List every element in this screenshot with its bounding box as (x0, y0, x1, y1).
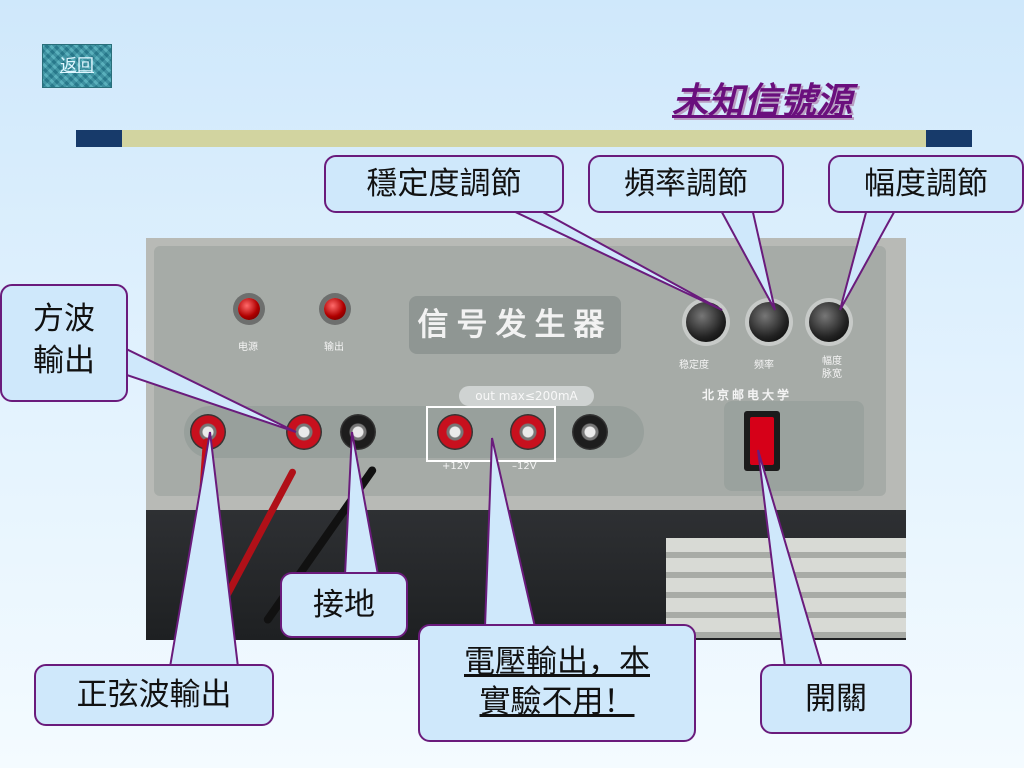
callout-voltage-line2: 實驗不用！ (479, 684, 635, 720)
callout-voltage-line1: 電壓輸出，本 (464, 644, 650, 680)
callout-ground-text: 接地 (313, 587, 375, 623)
callout-switch-text: 開關 (805, 681, 867, 717)
voltage-ground-jack[interactable] (572, 414, 608, 450)
callout-square-line1: 方波 (33, 301, 95, 337)
power-led-label: 电源 (238, 342, 258, 353)
pointer-frequency (716, 203, 776, 311)
callout-sine-text: 正弦波輸出 (76, 677, 232, 713)
callout-square-output: 方波 輸出 (0, 284, 128, 402)
front-panel: 电源 输出 信号发生器 out max≤200mA 稳定度 频率 幅度 脉宽 北… (154, 246, 886, 496)
callout-frequency-text: 頻率調節 (624, 166, 748, 202)
slide-title: 未知信號源 (672, 80, 853, 122)
callout-stability: 穩定度調節 (324, 155, 564, 213)
callout-voltage-output: 電壓輸出，本 實驗不用！ (418, 624, 696, 742)
callout-amplitude-text: 幅度調節 (864, 166, 988, 202)
frequency-knob[interactable] (749, 302, 789, 342)
plus12v-label: +12V (442, 461, 470, 472)
square-output-jack[interactable] (286, 414, 322, 450)
power-switch-rocker (750, 417, 774, 465)
power-switch[interactable] (744, 411, 780, 471)
callout-stability-text: 穩定度調節 (366, 166, 522, 202)
pointer-voltage (483, 437, 537, 628)
pointer-ground (343, 431, 380, 576)
output-led-label: 输出 (324, 342, 344, 353)
plus12v-jack[interactable] (437, 414, 473, 450)
pointer-sine (168, 431, 240, 668)
output-led (324, 298, 346, 320)
callout-frequency: 頻率調節 (588, 155, 784, 213)
callout-amplitude: 幅度調節 (828, 155, 1024, 213)
callout-switch: 開關 (760, 664, 912, 734)
device-photo: 电源 输出 信号发生器 out max≤200mA 稳定度 频率 幅度 脉宽 北… (146, 238, 906, 640)
stability-knob-label: 稳定度 (679, 360, 709, 371)
device-name-plate: 信号发生器 (409, 296, 621, 354)
output-rating: out max≤200mA (459, 386, 594, 406)
callout-sine-output: 正弦波輸出 (34, 664, 274, 726)
back-button[interactable]: 返回 (42, 44, 112, 88)
pulse-knob-label: 脉宽 (822, 369, 842, 380)
callout-ground: 接地 (280, 572, 408, 638)
title-divider (76, 130, 972, 147)
divider-cap-right (926, 130, 972, 147)
minus12v-jack[interactable] (510, 414, 546, 450)
maker-label: 北京邮电大学 (702, 388, 793, 402)
frequency-knob-label: 频率 (754, 360, 774, 371)
power-led (238, 298, 260, 320)
amplitude-knob-label: 幅度 (822, 356, 842, 367)
ground-jack[interactable] (340, 414, 376, 450)
callout-square-line2: 輸出 (33, 343, 95, 379)
pointer-square (117, 343, 297, 433)
amplitude-knob[interactable] (809, 302, 849, 342)
pointer-stability (489, 199, 723, 311)
divider-cap-left (76, 130, 122, 147)
pointer-amplitude (839, 204, 900, 311)
pointer-switch (757, 449, 824, 668)
minus12v-label: –12V (512, 461, 537, 472)
